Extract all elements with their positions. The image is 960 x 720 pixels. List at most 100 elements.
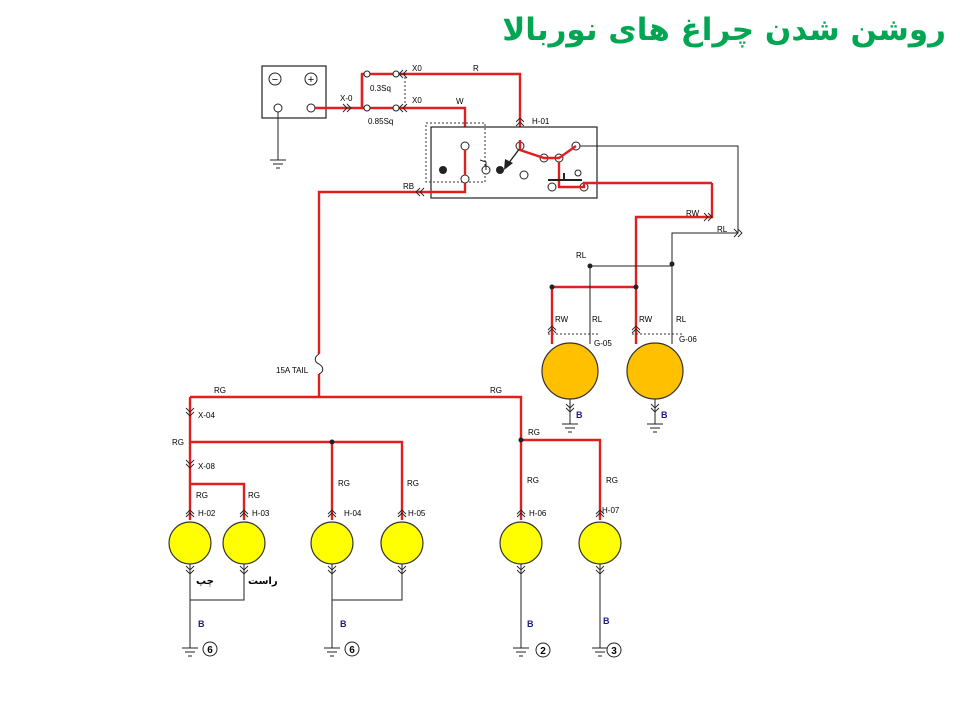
label-fuse-0.85sq: 0.85Sq — [368, 117, 393, 126]
label-rg-right-branch: RG — [528, 428, 540, 437]
battery-positive-symbol: + — [308, 74, 314, 86]
battery-negative-symbol: − — [272, 74, 278, 86]
label-chap: چپ — [196, 576, 214, 587]
ground-number-3: 3 — [611, 646, 617, 657]
battery-positive-terminal — [304, 72, 318, 86]
lamp-ground-connectors — [185, 565, 605, 575]
ground-symbol — [182, 647, 198, 657]
label-h04: H-04 — [344, 509, 362, 518]
junction-dot — [518, 437, 524, 443]
connector-x08 — [185, 459, 195, 469]
label-wire-r: R — [473, 64, 479, 73]
wire-rl-bus — [589, 265, 673, 332]
headlamp-g06 — [626, 342, 684, 400]
connector-rb — [415, 187, 425, 197]
tail-lamp-h06 — [499, 521, 543, 565]
label-rb: RB — [403, 182, 414, 191]
label-h07: H-07 — [602, 506, 620, 515]
switch-contact-dot — [496, 166, 504, 174]
switch-to-rl — [580, 145, 739, 264]
junction-dot — [633, 284, 639, 290]
label-h01: H-01 — [532, 117, 550, 126]
tail-lamp-h03 — [222, 521, 266, 565]
wire-rg-bus — [190, 395, 602, 520]
label-g06: G-06 — [679, 335, 697, 344]
label-b-g05: B — [576, 410, 583, 420]
headlamp-g05 — [541, 342, 599, 400]
tail-lamp-h02 — [168, 521, 212, 565]
label-rl-g05: RL — [592, 315, 603, 324]
label-rg-branch: RG — [172, 438, 184, 447]
label-rw-g06: RW — [639, 315, 653, 324]
label-x0-c: X0 — [412, 96, 422, 105]
ground-number-6b: 6 — [349, 645, 355, 656]
switch-contact — [519, 170, 529, 180]
wire-rg-h03 — [190, 482, 246, 520]
page-title: روشن شدن چراغ های نوربالا — [502, 12, 946, 48]
switch-contact — [460, 141, 470, 151]
label-h02: H-02 — [198, 509, 216, 518]
label-rl-mid: RL — [576, 251, 587, 260]
switch-contact — [574, 169, 582, 177]
tail-lamp-h04 — [310, 521, 354, 565]
switch-misc-line — [479, 159, 487, 170]
label-wire-w: W — [456, 97, 464, 106]
label-x0-b: X0 — [412, 64, 422, 73]
label-x0-a: X-0 — [340, 94, 353, 103]
label-x04: X-04 — [198, 411, 215, 420]
wire-rw-main — [634, 183, 714, 344]
battery: − + — [261, 65, 327, 119]
label-rg-h07: RG — [606, 476, 618, 485]
fuse-0.85sq-right — [392, 104, 400, 112]
label-rl-top: RL — [717, 225, 728, 234]
connector-h01 — [515, 117, 525, 127]
label-rl-g06: RL — [676, 315, 687, 324]
fuse-0.85sq-left — [363, 104, 371, 112]
label-b-ground-2: B — [340, 619, 347, 629]
ground-number-circle — [606, 642, 622, 658]
connector-g06-ground — [650, 403, 660, 413]
label-fuse-0.3sq: 0.3Sq — [370, 84, 391, 93]
ground-symbol — [592, 647, 608, 657]
switch-dotted-frame — [425, 122, 486, 183]
connector-g06-chev — [631, 325, 641, 334]
switch-high-path-2 — [557, 162, 712, 189]
battery-post-neg — [273, 103, 283, 113]
switch-arrow-head — [504, 159, 513, 170]
label-rg-h04: RG — [338, 479, 350, 488]
ground-symbol — [270, 159, 286, 169]
label-rg-left: RG — [214, 386, 226, 395]
ground-symbol — [324, 647, 340, 657]
label-rast: راست — [248, 576, 278, 587]
battery-post-pos — [306, 103, 316, 113]
label-g05: G-05 — [594, 339, 612, 348]
ground-number-2: 2 — [540, 646, 546, 657]
label-h06: H-06 — [529, 509, 547, 518]
label-h03: H-03 — [252, 509, 270, 518]
junction-dot — [549, 284, 555, 290]
switch-arrow — [507, 147, 521, 165]
connector-g05-chev — [547, 325, 557, 334]
label-b-ground-4: B — [603, 616, 610, 626]
switch-bar — [548, 173, 582, 181]
connector-rw — [703, 212, 713, 222]
label-rg-h03: RG — [248, 491, 260, 500]
ground-number-circle — [535, 642, 551, 658]
wire-ground-h02h03 — [189, 564, 245, 648]
label-rg-h06: RG — [527, 476, 539, 485]
ground-symbol — [562, 423, 578, 433]
wire-rg-branch-h04h05 — [190, 440, 404, 520]
switch-contact-dot — [439, 166, 447, 174]
label-rg-h05: RG — [407, 479, 419, 488]
wire-rb — [317, 183, 467, 354]
switch-contact — [547, 182, 557, 192]
junction-dot — [587, 263, 593, 269]
connector-x04 — [185, 407, 195, 417]
label-b-ground-3: B — [527, 619, 534, 629]
switch-high-path — [518, 140, 577, 160]
switch-contact — [460, 174, 470, 184]
tail-lamp-h05 — [380, 521, 424, 565]
fuse-15a-tail — [314, 353, 324, 375]
label-rg-h02: RG — [196, 491, 208, 500]
